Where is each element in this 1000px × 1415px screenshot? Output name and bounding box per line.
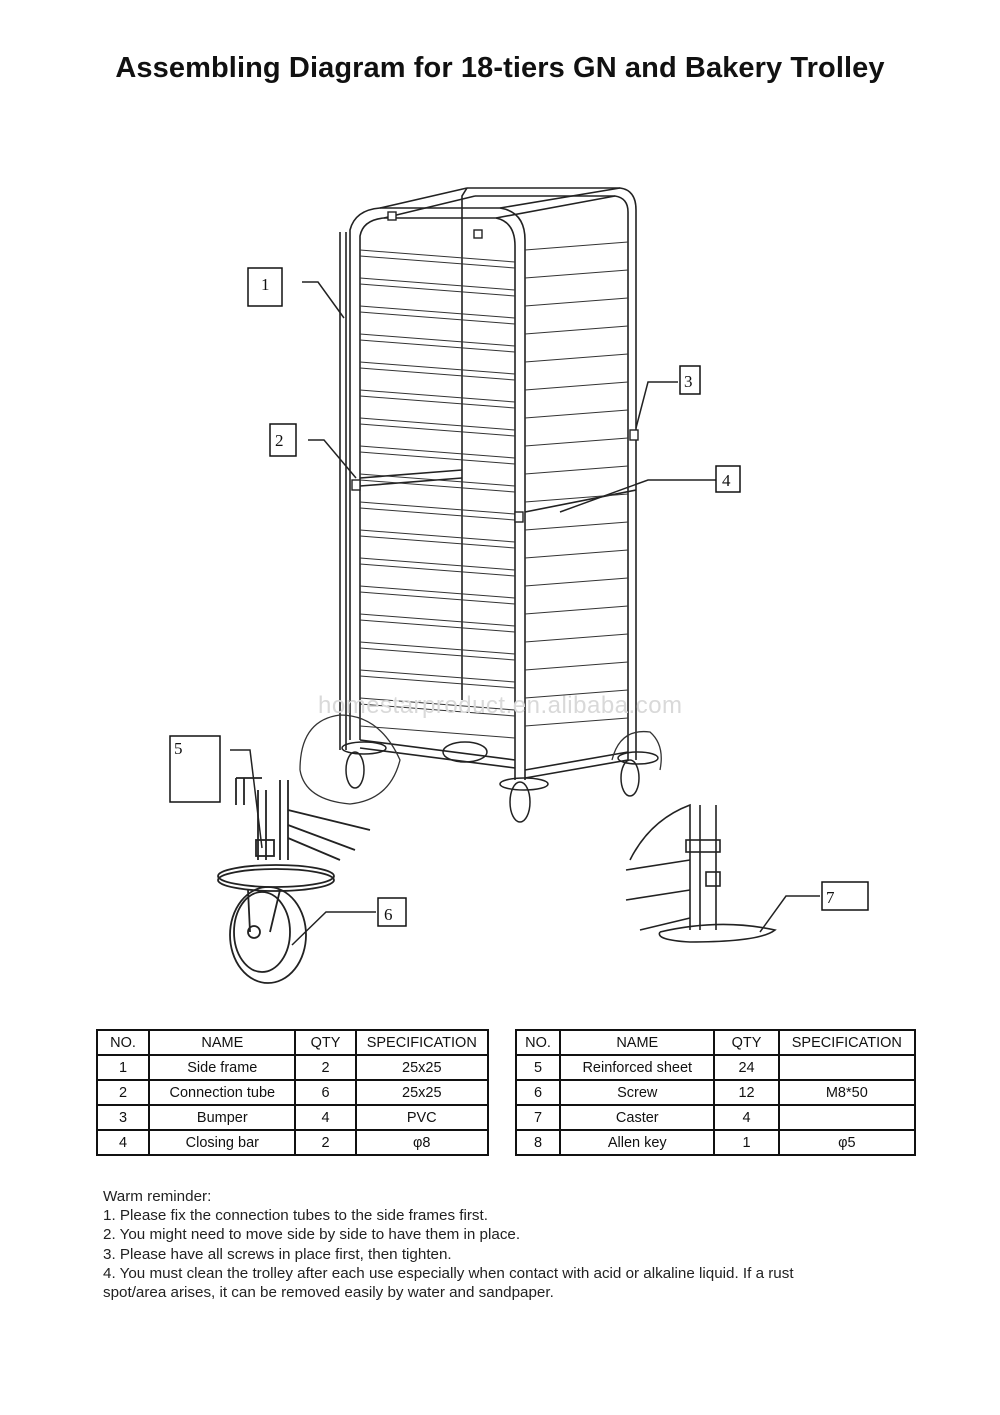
leader-5	[308, 439, 357, 479]
cell-spec: 25x25	[354, 1054, 489, 1081]
cell-qty: 4	[294, 1104, 357, 1131]
callout-label-6: 5	[174, 739, 183, 758]
header-no: NO.	[514, 1029, 562, 1056]
callout-box-6	[169, 735, 221, 803]
header-spec: SPECIFICATION	[354, 1029, 489, 1056]
table-row: 3 Bumper 4 PVC 7 Caster 4	[95, 1104, 917, 1131]
reminder-item: 2. You might need to move side by side t…	[103, 1226, 521, 1244]
cell-no: 5	[514, 1054, 562, 1081]
callout-label-4: 1	[261, 275, 270, 294]
header-qty: QTY	[713, 1029, 780, 1056]
screw-mark	[351, 479, 361, 491]
callout-label-2: 4	[722, 471, 731, 490]
back-side-frame	[467, 187, 637, 760]
warm-reminder: Warm reminder: 1. Please fix the connect…	[103, 1187, 903, 1302]
cell-name: Allen key	[559, 1129, 716, 1156]
cell-name: Screw	[559, 1079, 716, 1106]
cell-spec: φ5	[777, 1129, 917, 1156]
cell-name: Side frame	[148, 1054, 297, 1081]
cell-name: Reinforced sheet	[559, 1054, 716, 1081]
detail-circle-left	[299, 714, 401, 805]
cell-no: 6	[514, 1079, 562, 1106]
callout-box-2	[715, 465, 741, 493]
leader-4	[302, 281, 345, 319]
cell-spec	[777, 1054, 917, 1081]
cell-no: 7	[514, 1104, 562, 1131]
reminder-heading: Warm reminder:	[103, 1188, 212, 1205]
callout-box-3	[821, 881, 869, 911]
callout-label-1: 3	[684, 372, 693, 391]
leader-1	[635, 381, 678, 429]
trolley-diagram: 1 2 3 4 5 6 7	[169, 187, 869, 984]
leader-2	[559, 479, 716, 513]
tier-rails-front	[359, 249, 516, 739]
header-name: NAME	[559, 1029, 716, 1056]
cell-name: Caster	[559, 1104, 716, 1131]
callout-box-1	[679, 365, 701, 395]
header-name: NAME	[148, 1029, 297, 1056]
cell-no: 8	[514, 1129, 562, 1156]
bumper-detail-right	[625, 803, 777, 943]
cell-qty: 24	[713, 1054, 780, 1081]
header-qty: QTY	[294, 1029, 357, 1056]
cell-spec: φ8	[354, 1129, 489, 1156]
parts-table: NO. NAME QTY SPECIFICATION NO. NAME QTY …	[95, 1029, 917, 1156]
cell-name: Closing bar	[148, 1129, 297, 1156]
caster-wheel	[345, 751, 365, 789]
header-no: NO.	[95, 1029, 151, 1056]
cell-spec: 25x25	[354, 1079, 489, 1106]
table-row: 1 Side frame 2 25x25 5 Reinforced sheet …	[95, 1054, 917, 1081]
cell-spec: M8*50	[777, 1079, 917, 1106]
cell-qty: 2	[294, 1129, 357, 1156]
detail-circle-right	[611, 730, 662, 771]
cell-spec: PVC	[354, 1104, 489, 1131]
cell-qty: 4	[713, 1104, 780, 1131]
header-spec: SPECIFICATION	[777, 1029, 917, 1056]
leader-7	[291, 911, 376, 946]
table-row: 4 Closing bar 2 φ8 8 Allen key 1 φ5	[95, 1129, 917, 1156]
table-row: 2 Connection tube 6 25x25 6 Screw 12 M8*…	[95, 1079, 917, 1106]
cell-qty: 1	[713, 1129, 780, 1156]
reminder-item: spot/area arises, it can be removed easi…	[103, 1284, 554, 1302]
callout-box-7	[377, 897, 407, 927]
cell-no: 4	[95, 1129, 151, 1156]
reminder-item: 1. Please fix the connection tubes to th…	[103, 1207, 488, 1225]
watermark: homestarproduct.en.alibaba.com	[318, 692, 683, 719]
callout-label-5: 2	[275, 431, 284, 450]
reminder-item: 4. You must clean the trolley after each…	[103, 1264, 794, 1282]
callout-label-3: 7	[826, 888, 835, 907]
reminder-item: 3. Please have all screws in place first…	[103, 1245, 452, 1263]
leader-3	[759, 895, 820, 933]
cell-qty: 12	[713, 1079, 780, 1106]
cell-name: Connection tube	[148, 1079, 297, 1106]
page-title: Assembling Diagram for 18-tiers GN and B…	[115, 52, 885, 84]
cell-spec	[777, 1104, 917, 1131]
callout-box-5	[269, 423, 297, 457]
caster-detail-left	[217, 777, 371, 984]
table-header-row: NO. NAME QTY SPECIFICATION NO. NAME QTY …	[95, 1029, 917, 1056]
leader-6	[230, 749, 263, 849]
front-side-frame	[349, 207, 526, 780]
tier-rails-back	[524, 241, 629, 727]
cell-qty: 2	[294, 1054, 357, 1081]
callout-label-7: 6	[384, 905, 393, 924]
cell-no: 2	[95, 1079, 151, 1106]
cell-name: Bumper	[148, 1104, 297, 1131]
cell-no: 1	[95, 1054, 151, 1081]
closing-bar	[339, 232, 347, 750]
cell-no: 3	[95, 1104, 151, 1131]
cell-qty: 6	[294, 1079, 357, 1106]
callout-box-4	[247, 267, 283, 307]
